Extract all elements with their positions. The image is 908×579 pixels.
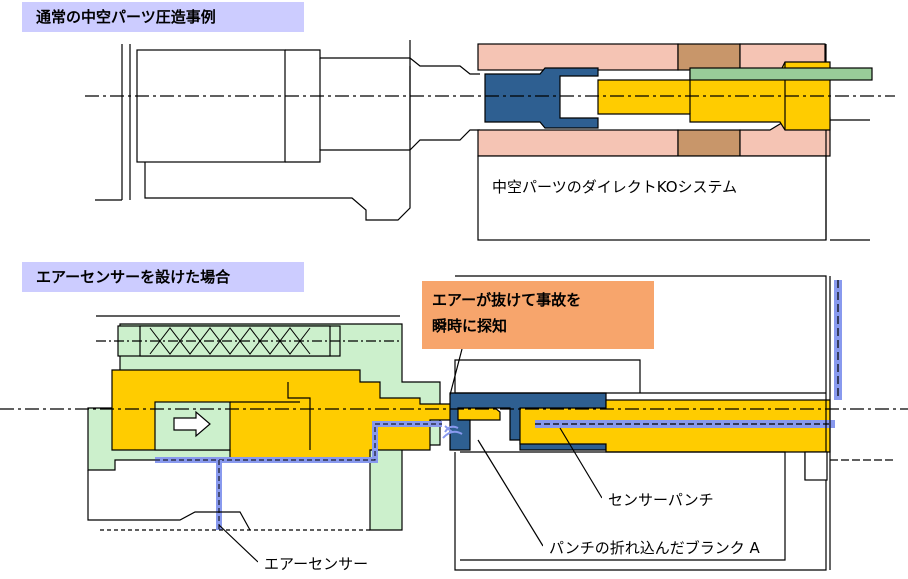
callout-line-1: エアーが抜けて事故を	[432, 291, 582, 309]
leader-broken-blank	[477, 439, 544, 547]
broken-blank-label: パンチの折れ込んだブランク A	[543, 537, 766, 559]
leader-callout	[449, 348, 463, 396]
detection-callout: エアーが抜けて事故を 瞬時に探知	[422, 281, 654, 349]
bottom-die-outline	[454, 275, 895, 571]
top-blank	[484, 67, 599, 129]
bottom-diagram	[0, 275, 908, 571]
top-diagram	[85, 40, 895, 241]
leader-sensor-punch	[559, 427, 603, 499]
air-sensor-channel	[155, 421, 442, 530]
air-leak-icon	[442, 425, 463, 439]
ko-system-caption: 中空パーツのダイレクトKOシステム	[492, 178, 738, 196]
top-section-title: 通常の中空パーツ圧造事例	[22, 2, 304, 32]
top-ko-pin	[689, 67, 873, 81]
spring-cylinder	[96, 325, 400, 357]
sensor-punch-label: センサーパンチ	[602, 489, 720, 511]
callout-line-2: 瞬時に探知	[432, 317, 508, 335]
air-sensor-label: エアーセンサー	[258, 553, 375, 575]
top-machine-body	[95, 40, 480, 221]
right-arrow-icon	[173, 410, 211, 438]
leader-air-sensor	[218, 524, 259, 563]
top-die-blocks	[477, 43, 870, 241]
bottom-section-title: エアーセンサーを設けた場合	[22, 262, 304, 292]
